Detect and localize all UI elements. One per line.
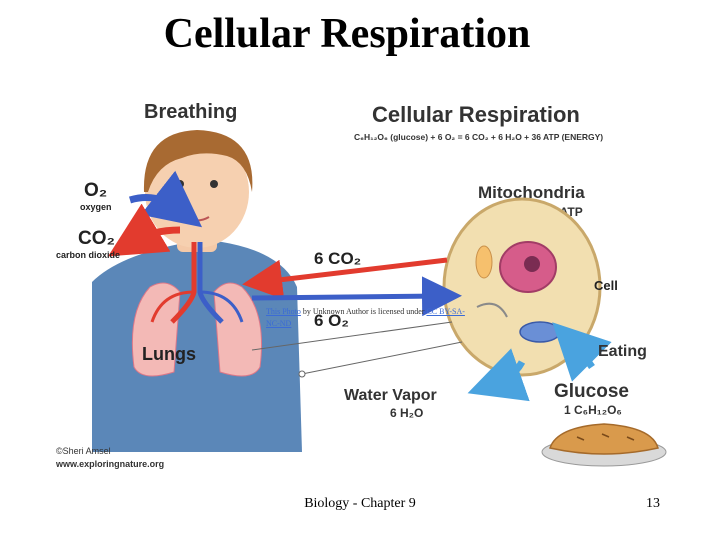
glucose-formula: 1 C₆H₁₂O₆ (564, 403, 622, 417)
respiration-illustration: Breathing O₂ oxygen CO₂ carbon dioxide L… (52, 92, 692, 482)
eating-label: Eating (598, 343, 647, 360)
right-lung (213, 282, 263, 377)
attribution-middle: by Unknown Author is licensed under (300, 307, 427, 316)
water-formula: 6 H₂O (390, 406, 423, 420)
glucose-label: Glucose (554, 381, 629, 402)
page-number: 13 (646, 496, 660, 511)
boy-eye-left (176, 180, 184, 188)
breathing-title: Breathing (144, 101, 237, 123)
equation: C₆H₁₂O₆ (glucose) + 6 O₂ = 6 CO₂ + 6 H₂O… (354, 132, 603, 142)
eating-arrow (552, 322, 612, 382)
boy-shirt (92, 240, 302, 452)
o2-symbol: O₂ (84, 180, 107, 201)
water-vapor-label: Water Vapor (344, 387, 437, 404)
co2-symbol: CO₂ (78, 228, 115, 249)
slide-title: Cellular Respiration (163, 11, 531, 57)
license-link-part1[interactable]: CC BY-SA- (426, 307, 465, 316)
photo-link[interactable]: This Photo (266, 307, 301, 316)
six-co2-label: 6 CO₂ (314, 249, 361, 268)
cellular-respiration-title: Cellular Respiration (372, 102, 580, 127)
boy-hair (143, 130, 253, 192)
co2-word: carbon dioxide (56, 250, 120, 260)
oxygen-arrow (129, 170, 203, 228)
photo-attribution: This Photo by Unknown Author is licensed… (266, 306, 526, 330)
mitochondria-label: Mitochondria (478, 183, 585, 202)
cell-mitochondrion (519, 321, 561, 343)
left-lung (131, 282, 181, 377)
website-text: www.exploringnature.org (55, 459, 164, 469)
six-o2-arrow (251, 276, 462, 317)
water-vapor-arrow (467, 348, 530, 402)
footer-text: Biology - Chapter 9 (304, 496, 416, 511)
six-co2-arrow (242, 257, 448, 300)
o2-word: oxygen (80, 202, 112, 212)
lungs-label: Lungs (142, 344, 196, 364)
six-o2-label: 6 O₂ (314, 311, 349, 330)
boy-eye-right (210, 180, 218, 188)
cell-label: Cell (594, 278, 618, 293)
carbon-dioxide-arrow (107, 203, 181, 257)
pie-crust (549, 423, 659, 455)
copyright-text: ©Sheri Amsel (56, 446, 111, 456)
license-link-part2[interactable]: NC-ND (266, 319, 292, 328)
